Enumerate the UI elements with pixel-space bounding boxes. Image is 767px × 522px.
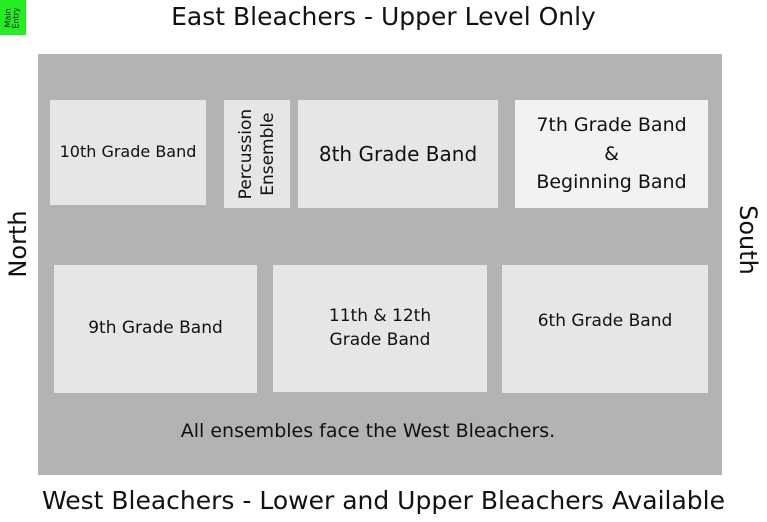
sixth-grade-band-label: 6th Grade Band xyxy=(537,311,673,332)
facing-note: All ensembles face the West Bleachers. xyxy=(180,420,556,442)
seventh-line-2: & xyxy=(604,142,619,165)
eleventh-line-2: Grade Band xyxy=(329,329,431,350)
ninth-grade-band-area: 9th Grade Band xyxy=(54,265,257,393)
tenth-grade-band-label: 10th Grade Band xyxy=(59,142,197,162)
east-bleachers-label: East Bleachers - Upper Level Only xyxy=(171,2,596,31)
tenth-grade-band-area: 10th Grade Band xyxy=(50,100,206,205)
eleventh-line-1: 11th & 12th xyxy=(328,305,432,326)
eleventh-twelfth-grade-band-area: 11th & 12th Grade Band xyxy=(273,265,487,392)
north-label: North xyxy=(4,210,32,278)
sixth-grade-band-area: 6th Grade Band xyxy=(502,265,708,393)
seventh-beginning-band-area: 7th Grade Band & Beginning Band xyxy=(515,100,708,208)
seventh-line-3: Beginning Band xyxy=(536,171,687,194)
west-bleachers-label: West Bleachers - Lower and Upper Bleache… xyxy=(41,486,726,515)
seventh-line-1: 7th Grade Band xyxy=(536,114,687,137)
ninth-grade-band-label: 9th Grade Band xyxy=(88,318,223,339)
eighth-grade-band-area: 8th Grade Band xyxy=(298,100,498,208)
eighth-grade-band-label: 8th Grade Band xyxy=(318,142,478,166)
south-label: South xyxy=(734,205,762,275)
percussion-line-2: Ensemble xyxy=(258,112,278,196)
percussion-line-1: Percussion xyxy=(235,108,256,200)
entry-line-2: Entry xyxy=(11,6,21,29)
